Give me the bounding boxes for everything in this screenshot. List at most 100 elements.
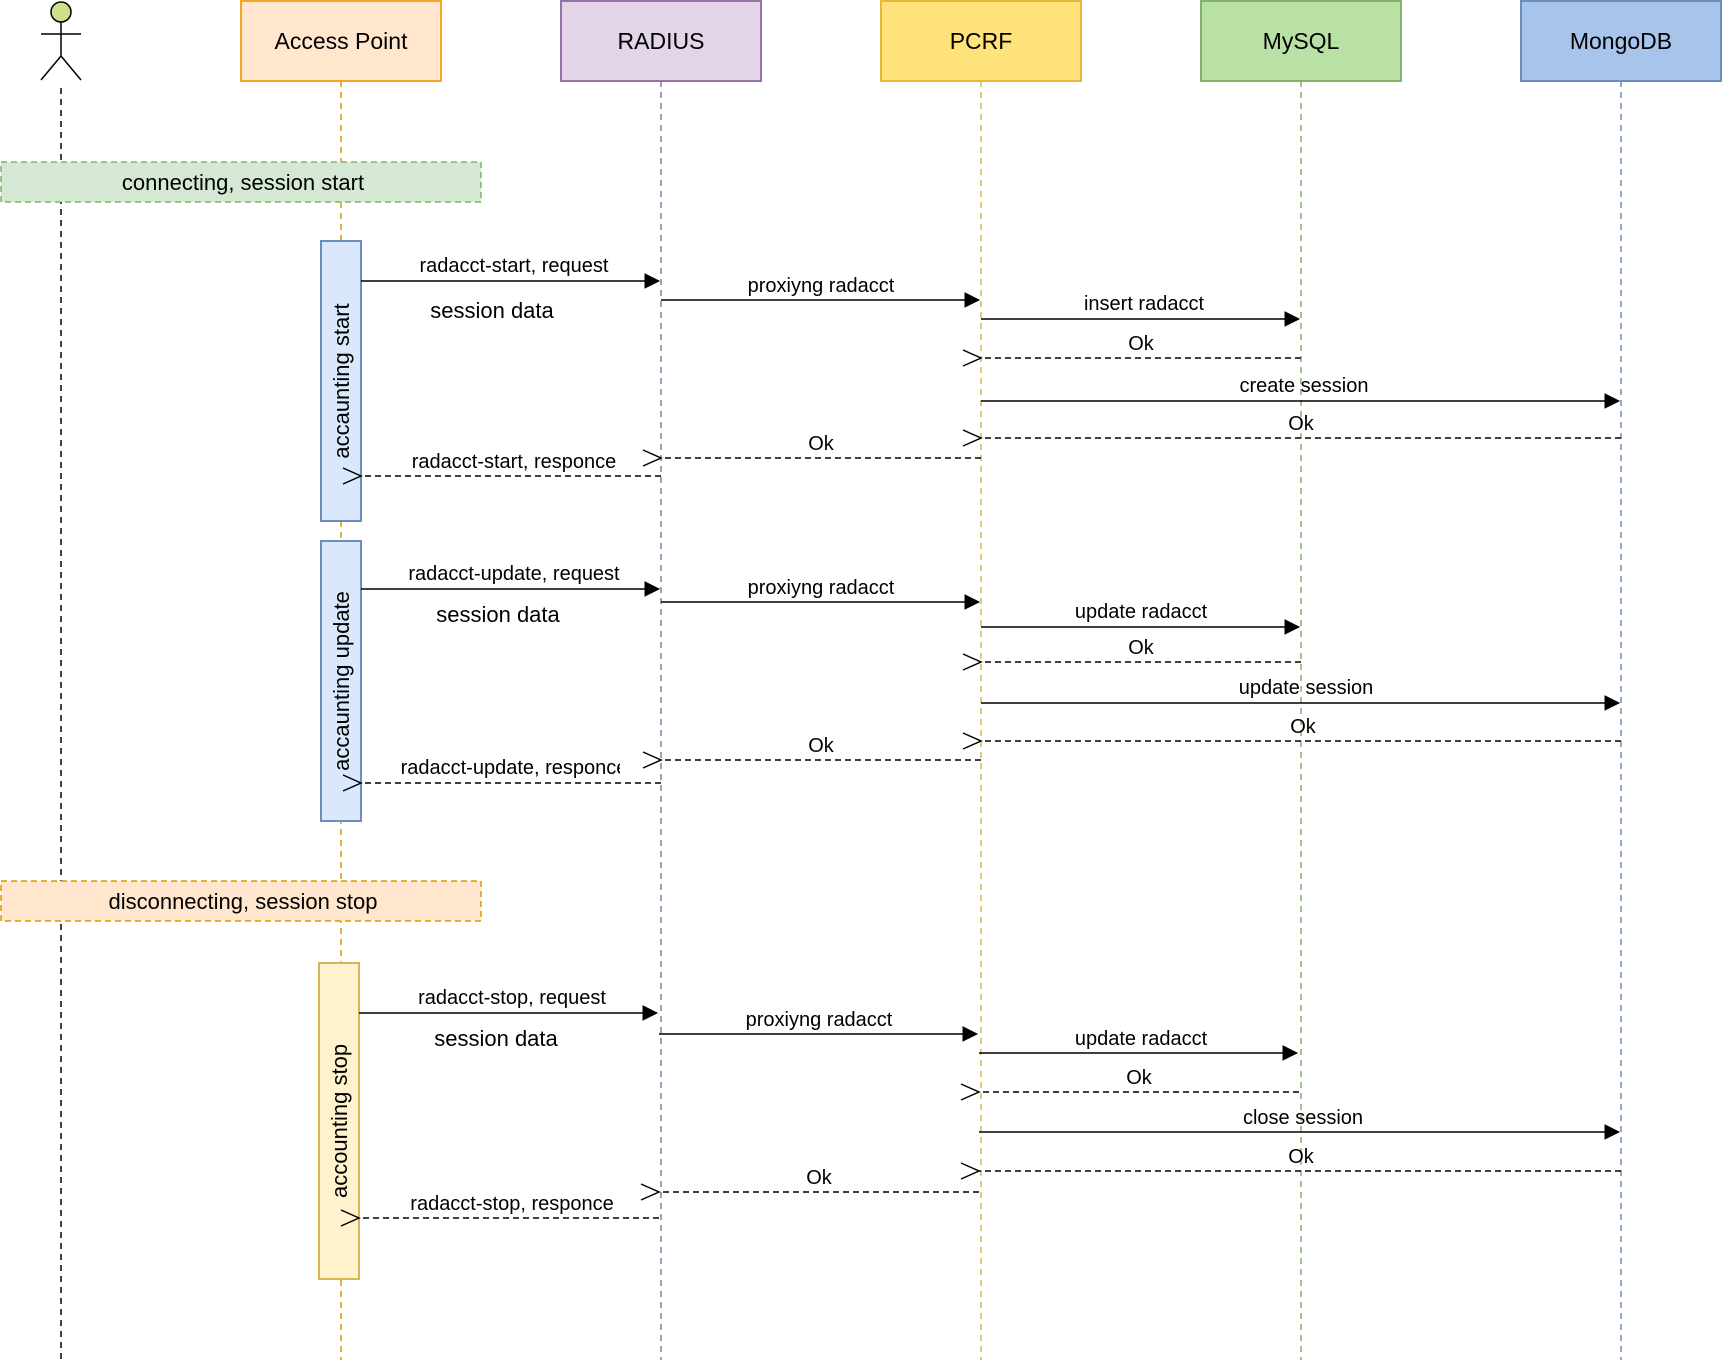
message-pcrf-to-mysql: update radacct: [979, 1028, 1299, 1061]
filled-arrowhead: [1604, 1124, 1621, 1140]
filled-arrowhead: [642, 1005, 659, 1021]
message-ap-to-radius: radacct-start, request: [361, 255, 661, 289]
actor-user-icon: [40, 1, 82, 81]
activation-label-acc-stop: accounting stop: [327, 1044, 352, 1198]
message-pcrf-to-mysql: update radacct: [981, 601, 1301, 635]
participant-label-mysql: MySQL: [1263, 28, 1340, 54]
message-mysql-to-pcrf: Ok: [962, 637, 1301, 671]
message-radius-to-pcrf: proxiyng radacct: [661, 275, 981, 308]
open-arrowhead: [962, 349, 983, 367]
note-connecting: connecting, session start: [0, 161, 482, 203]
open-arrowhead: [962, 732, 983, 750]
message-label: Ok: [1288, 1146, 1315, 1168]
label-session-data-1: session data: [430, 298, 554, 323]
message-label: Ok: [1288, 413, 1315, 435]
filled-arrowhead: [644, 273, 661, 289]
participant-ap: Access Point: [240, 0, 442, 82]
message-pcrf-to-mysql: insert radacct: [981, 293, 1301, 327]
activations: accaunting start accaunting update account…: [318, 240, 362, 1280]
open-arrowhead: [642, 751, 663, 769]
participant-headers: Access Point RADIUS PCRF MySQL MongoDB: [40, 0, 1722, 82]
message-label: Ok: [1290, 716, 1317, 738]
message-label: radacct-update, request: [408, 563, 620, 585]
filled-arrowhead: [1604, 695, 1621, 711]
label-session-data-2: session data: [436, 602, 560, 627]
message-label: Ok: [808, 735, 835, 757]
message-radius-to-ap: radacct-start, responce: [342, 451, 661, 485]
messages: radacct-start, request proxiyng radacct in…: [340, 255, 1621, 1227]
participant-mongodb: MongoDB: [1520, 0, 1722, 82]
filled-arrowhead: [1604, 393, 1621, 409]
message-label: radacct-stop, responce: [410, 1193, 613, 1215]
notes: connecting, session start disconnecting, …: [0, 161, 482, 922]
label-session-data-3: session data: [434, 1026, 558, 1051]
message-radius-to-pcrf: proxiyng radacct: [659, 1009, 979, 1042]
activation-acc-stop: accounting stop: [318, 962, 360, 1280]
message-label: radacct-start, request: [420, 255, 609, 277]
open-arrowhead: [342, 467, 363, 485]
message-label: Ok: [1128, 333, 1155, 355]
message-ap-to-radius: radacct-update, request: [361, 563, 661, 597]
open-arrowhead: [640, 1183, 661, 1201]
filled-arrowhead: [964, 292, 981, 308]
open-arrowhead: [962, 653, 983, 671]
activation-label-acc-update: accaunting update: [329, 591, 354, 771]
participant-mysql: MySQL: [1200, 0, 1402, 82]
open-arrowhead: [642, 449, 663, 467]
message-pcrf-to-mongodb: close session: [979, 1107, 1621, 1140]
message-mongodb-to-pcrf: Ok: [960, 1146, 1621, 1180]
open-arrowhead: [960, 1162, 981, 1180]
message-label: insert radacct: [1084, 293, 1204, 315]
participant-radius: RADIUS: [560, 0, 762, 82]
message-radius-to-ap: radacct-update, responce: [342, 757, 661, 792]
participant-label-radius: RADIUS: [618, 28, 705, 54]
activation-acc-start: accaunting start: [320, 240, 362, 522]
message-label: radacct-update, responce: [401, 757, 628, 779]
filled-arrowhead: [644, 581, 661, 597]
message-ap-to-radius: radacct-stop, request: [359, 987, 659, 1021]
message-radius-to-ap: radacct-stop, responce: [340, 1193, 659, 1227]
lifelines: [60, 81, 1622, 1360]
message-label: Ok: [1126, 1067, 1153, 1089]
message-pcrf-to-mongodb: update session: [981, 677, 1621, 711]
message-pcrf-to-mongodb: create session: [981, 375, 1621, 409]
open-arrowhead: [960, 1083, 981, 1101]
message-pcrf-to-radius: Ok: [642, 735, 981, 769]
filled-arrowhead: [964, 594, 981, 610]
message-label: proxiyng radacct: [746, 1009, 893, 1031]
note-disconnecting: disconnecting, session stop: [0, 880, 482, 922]
message-label: Ok: [806, 1167, 833, 1189]
message-mongodb-to-pcrf: Ok: [962, 716, 1621, 750]
message-label: proxiyng radacct: [748, 577, 895, 599]
participant-label-ap: Access Point: [275, 28, 409, 54]
message-pcrf-to-radius: Ok: [642, 433, 981, 467]
message-label: Ok: [808, 433, 835, 455]
message-mysql-to-pcrf: Ok: [962, 333, 1301, 367]
message-pcrf-to-radius: Ok: [640, 1167, 979, 1201]
participant-label-mongodb: MongoDB: [1570, 28, 1672, 54]
open-arrowhead: [962, 429, 983, 447]
message-label: close session: [1243, 1107, 1363, 1129]
message-mongodb-to-pcrf: Ok: [962, 413, 1621, 447]
participant-label-pcrf: PCRF: [950, 28, 1013, 54]
message-label: update session: [1239, 677, 1374, 699]
activation-acc-update: accaunting update: [320, 540, 362, 822]
message-label: Ok: [1128, 637, 1155, 659]
filled-arrowhead: [1284, 619, 1301, 635]
note-label-disconnecting: disconnecting, session stop: [108, 889, 377, 914]
open-arrowhead: [342, 774, 363, 792]
participant-pcrf: PCRF: [880, 0, 1082, 82]
message-label: radacct-start, responce: [412, 451, 617, 473]
message-label: radacct-stop, request: [418, 987, 606, 1009]
message-label: update radacct: [1075, 1028, 1208, 1050]
message-label: create session: [1240, 375, 1369, 397]
filled-arrowhead: [962, 1026, 979, 1042]
open-arrowhead: [340, 1209, 361, 1227]
free-labels: session data session data session data: [430, 298, 560, 1051]
message-radius-to-pcrf: proxiyng radacct: [661, 577, 981, 610]
message-label: proxiyng radacct: [748, 275, 895, 297]
message-mysql-to-pcrf: Ok: [960, 1067, 1299, 1101]
message-label: update radacct: [1075, 601, 1208, 623]
